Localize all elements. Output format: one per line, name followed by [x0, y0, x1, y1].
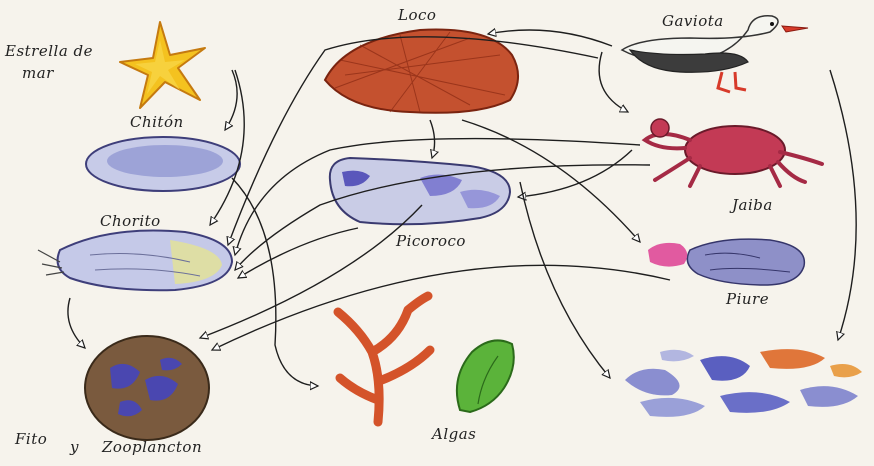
- plankton-icon: [85, 336, 209, 440]
- label-chorito: Chorito: [100, 212, 161, 230]
- label-y: y: [70, 438, 79, 456]
- crab-icon: [645, 119, 822, 186]
- starfish-icon: [120, 22, 205, 108]
- label-chiton: Chitón: [130, 113, 184, 131]
- label-mar: mar: [22, 64, 54, 82]
- label-gaviota: Gaviota: [662, 12, 724, 30]
- arrow-jaiba-to-picoroco: [518, 150, 632, 197]
- label-picoroco: Picoroco: [396, 232, 466, 250]
- loco-shell-icon: [325, 30, 518, 113]
- algae-icon: [338, 296, 514, 422]
- arrow-gaviota-to-loco: [488, 30, 612, 46]
- chiton-icon: [86, 137, 240, 191]
- label-jaiba: Jaiba: [732, 196, 773, 214]
- label-zooplancton: Zooplancton: [102, 438, 202, 456]
- label-piure: Piure: [726, 290, 769, 308]
- label-estrella-de: Estrella de: [5, 42, 93, 60]
- arrow-chorito-to-plankton: [68, 298, 85, 348]
- arrow-estrella-to-chiton: [225, 70, 237, 130]
- barnacle-icon: [330, 158, 510, 224]
- label-loco: Loco: [398, 6, 436, 24]
- label-fito: Fito: [15, 430, 47, 448]
- mussel-icon: [38, 230, 232, 290]
- arrow-piure-to-plankton: [212, 265, 670, 350]
- arrow-gaviota-to-jaiba: [599, 52, 628, 112]
- arrow-gaviota-to-detritus: [830, 70, 856, 340]
- arrow-chiton-to-algas: [232, 178, 318, 386]
- piure-icon: [648, 239, 804, 285]
- detritus-icon: [625, 349, 862, 417]
- label-algas: Algas: [432, 425, 476, 443]
- arrow-to-detritus: [520, 182, 610, 378]
